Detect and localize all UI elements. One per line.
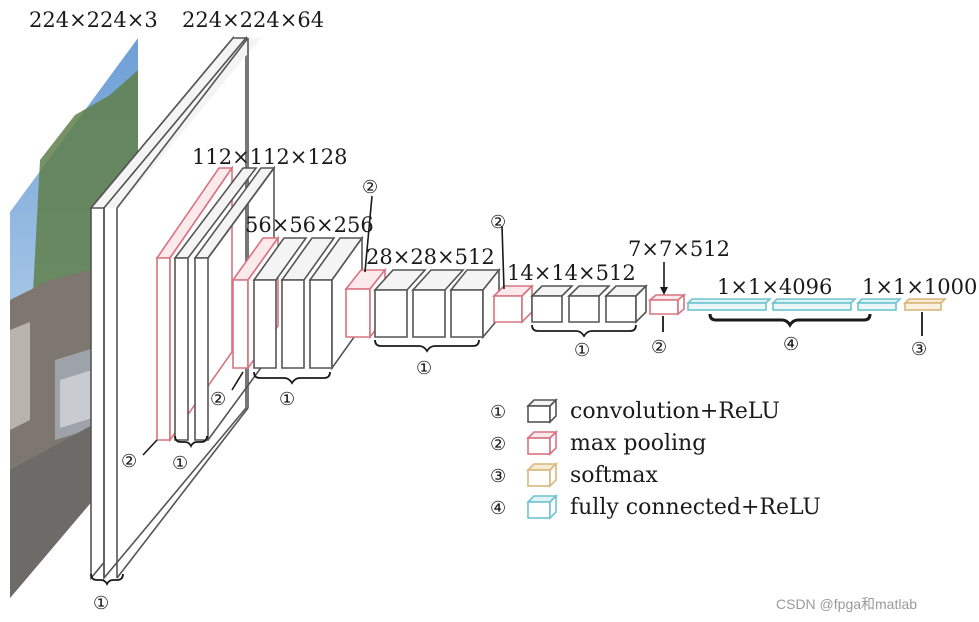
- marker-pool2: ②: [210, 389, 226, 410]
- conv5-block: [492, 284, 648, 324]
- conv4-block: [344, 267, 501, 340]
- pool5-block: [647, 293, 687, 316]
- dim-conv1: 224×224×64: [182, 8, 324, 32]
- svg-text:①: ①: [490, 402, 506, 423]
- pointer-lines: [142, 195, 668, 456]
- svg-text:softmax: softmax: [570, 463, 658, 488]
- dim-conv5: 14×14×512: [507, 261, 636, 285]
- marker-conv3: ①: [279, 389, 295, 410]
- svg-text:max pooling: max pooling: [570, 431, 706, 456]
- legend-item-conv: ① convolution+ReLU: [490, 398, 780, 424]
- fc-layers: [686, 298, 902, 311]
- legend-item-pool: ② max pooling: [490, 430, 706, 456]
- dim-conv3: 56×56×256: [245, 213, 374, 237]
- svg-text:③: ③: [490, 466, 506, 487]
- legend-swatch-pool: [526, 430, 558, 456]
- marker-conv4: ①: [416, 358, 432, 379]
- brackets: [90, 312, 923, 587]
- layer-markers: ① ② ① ② ① ② ① ② ① ② ④ ③: [93, 177, 927, 614]
- marker-pool1: ②: [121, 451, 137, 472]
- legend-item-fc: ④ fully connected+ReLU: [490, 494, 821, 520]
- legend-swatch-fc: [526, 494, 558, 520]
- dim-pool5: 7×7×512: [628, 237, 730, 261]
- legend-swatch-conv: [526, 398, 558, 424]
- marker-pool5: ②: [651, 337, 667, 358]
- legend-swatch-softmax: [526, 462, 558, 488]
- dim-conv2: 112×112×128: [192, 145, 347, 169]
- marker-conv1: ①: [93, 593, 109, 614]
- bracket-fc: [708, 313, 872, 328]
- bracket-conv4: [374, 339, 480, 353]
- marker-conv2: ①: [172, 453, 188, 474]
- dim-softmax: 1×1×1000: [862, 275, 977, 299]
- dim-conv4: 28×28×512: [366, 245, 495, 269]
- svg-text:④: ④: [490, 498, 506, 519]
- softmax-layer: [903, 298, 947, 311]
- svg-text:fully connected+ReLU: fully connected+ReLU: [570, 495, 821, 520]
- dimension-labels: 224×224×3 224×224×64 112×112×128 56×56×2…: [29, 8, 977, 299]
- marker-pool3: ②: [362, 177, 378, 198]
- bracket-conv3: [253, 371, 331, 385]
- conv2-block: [155, 165, 276, 443]
- bracket-conv1: [90, 573, 124, 587]
- dim-fc: 1×1×4096: [717, 275, 832, 299]
- legend: ① convolution+ReLU ② max pooling ③: [490, 398, 821, 520]
- marker-softmax: ③: [911, 339, 927, 360]
- watermark: CSDN @fpga和matlab: [776, 596, 917, 612]
- dim-input: 224×224×3: [29, 8, 158, 32]
- bracket-conv2: [174, 435, 208, 449]
- conv3-block: [231, 235, 364, 371]
- marker-pool4: ②: [490, 212, 506, 233]
- svg-text:convolution+ReLU: convolution+ReLU: [570, 399, 780, 424]
- bracket-conv5: [531, 324, 637, 338]
- marker-fc: ④: [783, 334, 799, 355]
- marker-conv5: ①: [574, 340, 590, 361]
- svg-text:②: ②: [490, 434, 506, 455]
- legend-item-softmax: ③ softmax: [490, 462, 658, 488]
